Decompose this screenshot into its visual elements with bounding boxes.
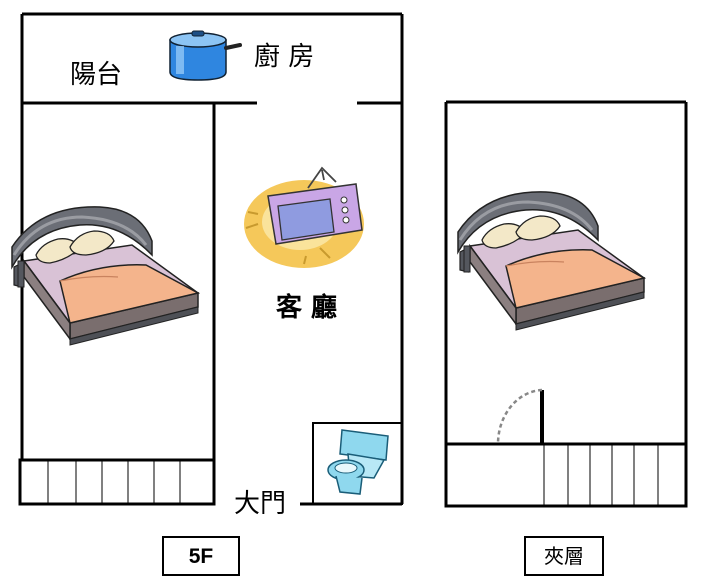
caption-5f: 5F [162,536,240,576]
bed-icon [456,190,646,332]
stairs-icon [444,442,688,508]
main-door-label: 大門 [234,489,286,519]
balcony-label: 陽台 [70,60,122,90]
television-icon [244,166,364,268]
unit-5f: 陽台 廚 房 客 廳 大門 [10,12,404,519]
caption-mezzanine: 夾層 [524,536,604,576]
door-swing-icon [496,388,544,445]
bathroom [312,422,403,505]
mezzanine-label: 夾層 [544,544,584,568]
unit-mezzanine [444,100,688,508]
living-room-label: 客 廳 [276,292,337,323]
toilet-icon [327,429,389,495]
kitchen-label: 廚 房 [254,42,314,72]
cooking-pot-icon [169,30,242,81]
stairs-icon [18,458,216,506]
bed-icon [10,205,200,347]
floor-5f-label: 5F [189,545,214,568]
